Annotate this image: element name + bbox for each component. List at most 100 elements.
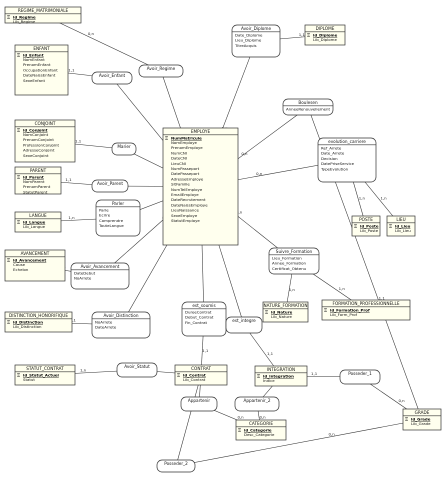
entity-box <box>4 311 73 333</box>
relation-attribute: Lieu_Diplome <box>235 38 262 43</box>
entity-box <box>14 44 69 96</box>
relation-appartenir[interactable]: Appartenir <box>180 396 218 412</box>
entity-box <box>4 249 66 282</box>
relation-attribute: NoArrete <box>74 276 92 281</box>
entity-box <box>14 364 76 386</box>
entity-attribute: NumTelEmploye <box>171 187 203 192</box>
entity-key: Id_Enfant <box>23 53 44 58</box>
entity-title: GRADE <box>415 410 430 415</box>
relation-box <box>138 64 184 78</box>
relation-appartenir2[interactable]: Appartenir_2 <box>234 396 280 412</box>
entity-title: CATEGORIE <box>249 421 273 426</box>
relation-box <box>91 71 133 85</box>
entity-box <box>321 299 411 321</box>
relation-regime[interactable]: Avoir_Regime <box>138 64 184 78</box>
relation-posseder2[interactable]: Posseder_2 <box>156 459 196 473</box>
entity-distinction[interactable]: DISTINCTION_HONORIFIQUE⚿Id_DistinctionLi… <box>4 311 73 333</box>
entity-title: FORMATION_PROFESSIONNELLE <box>333 301 400 306</box>
relation-attribute: TouteLangue <box>98 223 124 228</box>
relation-label: Avoir_Parent <box>97 181 123 186</box>
entity-parent[interactable]: PARENT⚿Id_ParentNomParentPrenomParentSta… <box>14 166 62 194</box>
entity-attribute: StatutParent <box>23 189 48 194</box>
relation-label: Avoir_Avancement <box>81 264 120 269</box>
relation-diplome[interactable]: Avoir_DiplomeDate_DiplomeLieu_DiplomeTit… <box>231 24 281 58</box>
entity-title: NATURE_FORMATION <box>264 303 308 308</box>
cardinality-label: 0,n <box>241 151 248 156</box>
cardinality-label: 0,n <box>398 398 405 403</box>
relation-posseder1[interactable]: Posseder_1 <box>339 369 381 385</box>
key-icon: ⚿ <box>177 373 180 378</box>
key-icon: ⚿ <box>17 220 20 225</box>
relation-attribute: AnneeRenouvellement <box>286 107 331 112</box>
cardinality-label: 1,n <box>289 287 296 292</box>
relation-attribute: TypeEvolution <box>320 166 349 171</box>
key-icon: ⚿ <box>405 417 408 422</box>
relation-label: Avoir_Statut <box>124 364 150 369</box>
entity-key: Id_Integration <box>263 374 294 379</box>
key-icon: ⚿ <box>324 308 327 313</box>
entity-attribute: Lib_Contrat <box>183 377 206 382</box>
entity-enfant[interactable]: ENFANT⚿Id_EnfantNomEnfantPrenomEnfantOcc… <box>14 44 69 96</box>
relation-attribute: Date_Diplome <box>235 33 263 38</box>
cardinality-label: 0,n <box>329 432 336 437</box>
relation-attribute: Parle <box>99 208 109 213</box>
entity-attribute: NomEnfant <box>23 57 45 62</box>
entity-conjoint[interactable]: CONJOINT⚿Id_ConjointNomConjointPrenomCon… <box>14 119 76 163</box>
relation-enfant[interactable]: Avoir_Enfant <box>91 71 133 85</box>
cardinality-label: 1,n <box>339 286 346 291</box>
relation-label: est_soumis <box>192 303 215 308</box>
entity-attribute: Lib_Langue <box>23 224 46 229</box>
cardinality-label: 1,n <box>68 215 75 220</box>
cardinality-label: 0,n <box>259 415 266 420</box>
relation-attribute: Certificat_Obtenu <box>272 266 307 271</box>
relation-signer[interactable]: est_soumisDureeContratDebut_ContratFin_C… <box>181 301 227 337</box>
relation-carriere[interactable]: evolution_carriereRef_ArreteDate_ArreteD… <box>317 137 377 183</box>
relation-label: Suivre_Formation <box>276 249 313 254</box>
relation-suivre[interactable]: Suivre_FormationLieu_FormationAnnee_Form… <box>268 247 320 275</box>
entity-employe[interactable]: EMPLOYE⚿NumMatriculeNomEmployePrenomEmpl… <box>162 127 239 246</box>
relation-label: Avoir_Enfant <box>99 73 126 78</box>
relation-attribute: DatePriseService <box>321 161 355 166</box>
relation-attribute: DureeContrat <box>185 310 212 315</box>
relation-statut[interactable]: Avoir_Statut <box>116 362 158 378</box>
cardinality-label: 1,1 <box>65 177 72 182</box>
entity-attribute: EmailEmploye <box>171 192 199 197</box>
key-icon: ⚿ <box>7 15 10 20</box>
relation-box <box>282 98 334 116</box>
relation-label: Posseder_2 <box>164 461 188 466</box>
relation-attribute: Date_Arrete <box>321 151 345 156</box>
key-icon: ⚿ <box>17 175 20 180</box>
entity-attribute: Lib_Diplome <box>313 37 337 42</box>
cardinality-label: 0,n <box>236 209 243 214</box>
relation-label: Appartenir <box>188 398 211 403</box>
entity-attribute: NumCNI <box>171 150 187 155</box>
relation-box <box>181 301 227 337</box>
key-icon: ⚿ <box>307 33 310 38</box>
entity-attribute: Lib_Grade <box>411 421 431 426</box>
relation-marier[interactable]: Marier <box>111 142 137 156</box>
entity-title: INTEGRATION <box>267 367 295 372</box>
entity-formation[interactable]: FORMATION_PROFESSIONNELLE⚿Id_Formation_P… <box>321 299 411 321</box>
relation-parent[interactable]: Avoir_Parent <box>91 179 129 193</box>
key-icon: ⚿ <box>265 310 268 315</box>
relation-attribute: DateDebut <box>74 271 96 276</box>
relation-label: evolution_carriere <box>328 139 366 144</box>
relation-integre[interactable]: est_integre <box>225 316 263 334</box>
entity-attribute: Statut <box>23 377 35 382</box>
